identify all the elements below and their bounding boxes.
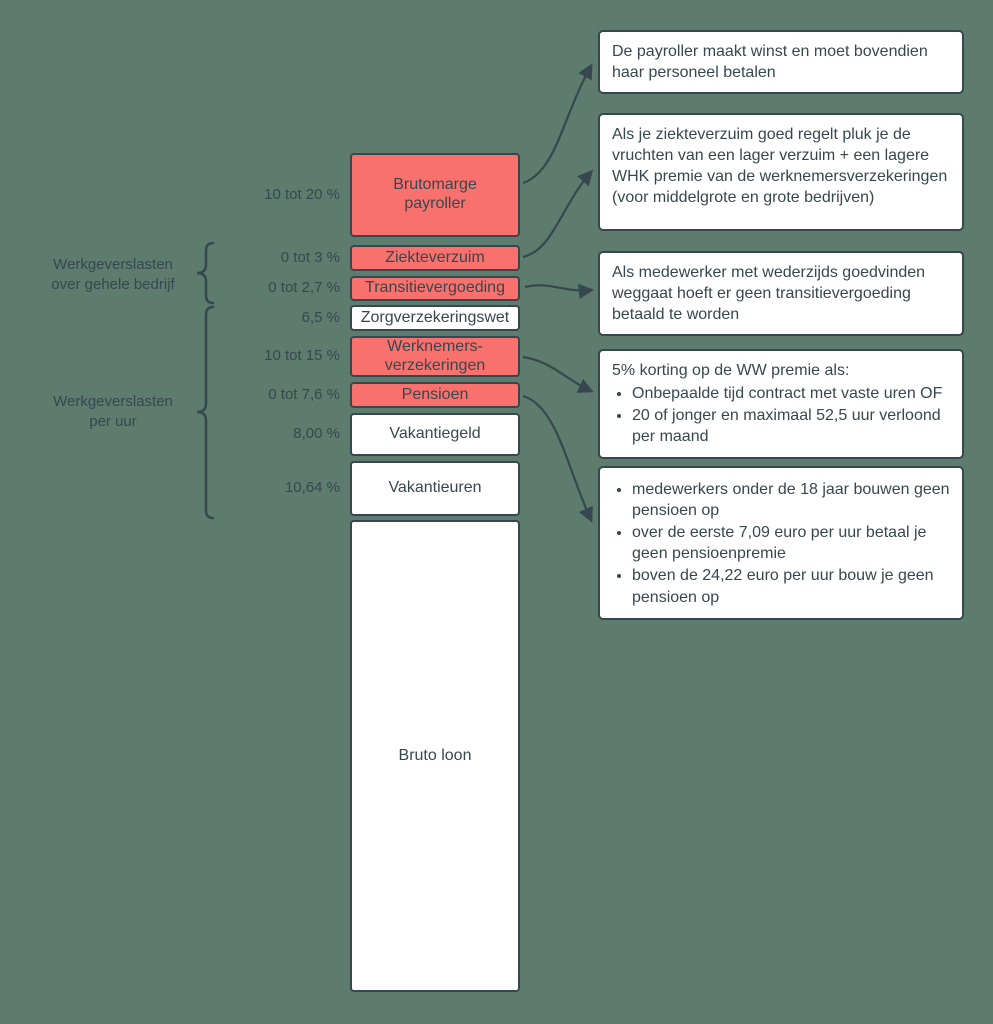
note-ww-korting: 5% korting op de WW premie als: Onbepaal… (598, 349, 964, 460)
note-text: Als medewerker met wederzijds goedvinden… (612, 264, 926, 324)
note-bullet: over de eerste 7,09 euro per uur betaal … (632, 522, 950, 564)
segment-label: Ziekteverzuim (385, 248, 485, 266)
segment-label: Werknemers- verzekeringen (384, 337, 486, 374)
segment-label: Brutomarge payroller (393, 176, 477, 212)
segment-label: Bruto loon (398, 746, 472, 764)
segment-zorgverzekeringswet: Zorgverzekeringswet (350, 305, 520, 331)
note-bullet-list: Onbepaalde tijd contract met vaste uren … (612, 383, 950, 447)
segment-label: Vakantiegeld (389, 425, 481, 443)
segment-werknemersverzekeringen: Werknemers- verzekeringen (350, 336, 520, 377)
percent-transitievergoeding: 0 tot 2,7 % (268, 279, 340, 296)
segment-label: Transitievergoeding (365, 279, 505, 297)
note-ziekteverzuim: Als je ziekteverzuim goed regelt pluk je… (598, 113, 964, 231)
segment-brutomarge-payroller: Brutomarge payroller (350, 153, 520, 237)
note-pensioen-regels: medewerkers onder de 18 jaar bouwen geen… (598, 466, 964, 620)
group-label-gehele-bedrijf: Werkgeverslasten over gehele bedrijf (51, 256, 175, 293)
note-bullet: boven de 24,22 euro per uur bouw je geen… (632, 565, 950, 607)
segment-label: Vakantieuren (388, 479, 482, 497)
percent-ziekteverzuim: 0 tot 3 % (280, 249, 340, 266)
note-text: Als je ziekteverzuim goed regelt pluk je… (612, 126, 948, 207)
segment-pensioen: Pensioen (350, 382, 520, 408)
note-transitievergoeding: Als medewerker met wederzijds goedvinden… (598, 251, 964, 337)
arrow-ziekteverzuim-to-note (522, 169, 594, 259)
percent-zorgverzekeringswet: 6,5 % (301, 309, 340, 326)
segment-bruto-loon: Bruto loon (350, 520, 520, 992)
percent-vakantieuren: 10,64 % (284, 479, 340, 496)
note-payroller-winst: De payroller maakt winst en moet bovendi… (598, 30, 964, 95)
segment-label: Zorgverzekeringswet (360, 308, 510, 326)
arrow-brutomarge-to-note (522, 63, 593, 185)
segment-transitievergoeding: Transitievergoeding (350, 276, 520, 301)
segment-ziekteverzuim: Ziekteverzuim (350, 245, 520, 271)
note-intro: 5% korting op de WW premie als: (612, 362, 850, 379)
note-bullet-list: medewerkers onder de 18 jaar bouwen geen… (612, 479, 950, 608)
arrow-werknemersverzekeringen-to-note (522, 355, 594, 393)
note-bullet: medewerkers onder de 18 jaar bouwen geen… (632, 479, 950, 521)
note-text: De payroller maakt winst en moet bovendi… (612, 43, 928, 82)
group-label-per-uur: Werkgeverslasten per uur (53, 393, 173, 430)
percent-vakantiegeld: 8,00 % (293, 425, 340, 442)
arrow-pensioen-to-note (522, 394, 593, 523)
segment-vakantiegeld: Vakantiegeld (350, 413, 520, 456)
arrow-transitievergoeding-to-note (524, 283, 595, 300)
segment-label: Pensioen (401, 385, 469, 403)
percent-pensioen: 0 tot 7,6 % (268, 386, 340, 403)
note-bullet: Onbepaalde tijd contract met vaste uren … (632, 383, 950, 404)
segment-vakantieuren: Vakantieuren (350, 461, 520, 516)
percent-brutomarge: 10 tot 20 % (264, 186, 340, 203)
percent-werknemersverzekeringen: 10 tot 15 % (264, 347, 340, 364)
note-bullet: 20 of jonger en maximaal 52,5 uur verloo… (632, 405, 950, 447)
